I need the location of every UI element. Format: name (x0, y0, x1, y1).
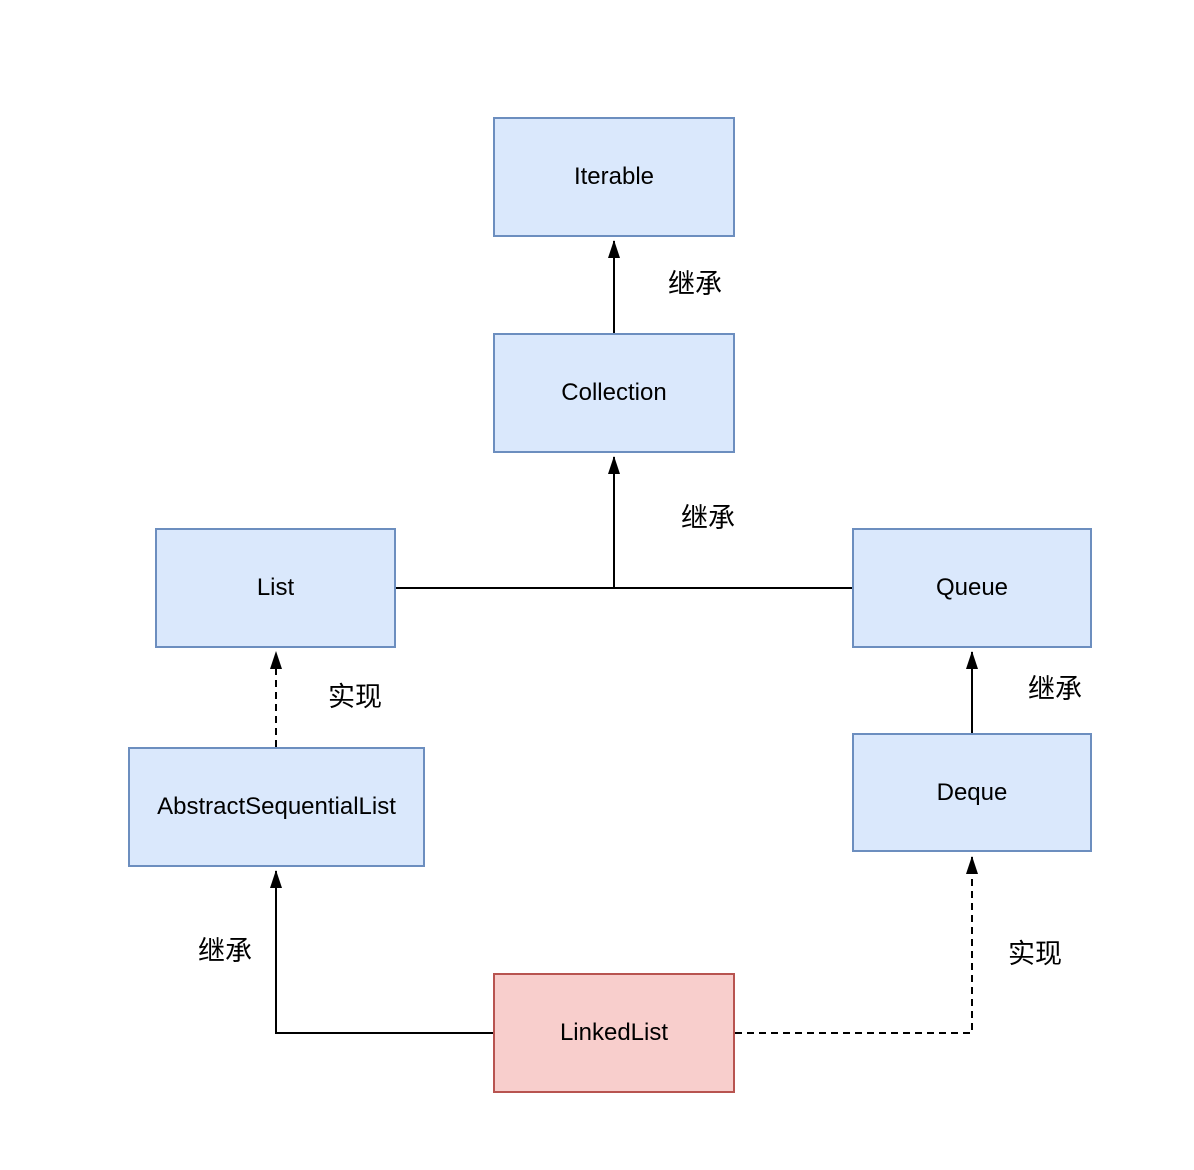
edge-label-inherit-deque-queue: 继承 (1028, 674, 1082, 704)
edge-label-inherit-listqueue-collection: 继承 (681, 503, 735, 533)
node-iterable: Iterable (493, 117, 735, 237)
node-collection: Collection (493, 333, 735, 453)
node-abstract-sequential-list: AbstractSequentialList (128, 747, 425, 867)
edge-linkedlist-to-deque (735, 856, 978, 1034)
node-label: Iterable (573, 163, 655, 190)
node-label: AbstractSequentialList (157, 793, 396, 820)
node-label: List (256, 574, 295, 601)
node-label: Queue (935, 574, 1009, 601)
node-queue: Queue (852, 528, 1092, 648)
node-deque: Deque (852, 733, 1092, 852)
node-list: List (155, 528, 396, 648)
node-linked-list: LinkedList (493, 973, 735, 1093)
node-label: LinkedList (559, 1019, 669, 1046)
node-label: Collection (561, 379, 667, 406)
edge-label-inherit-linkedlist-asl: 继承 (198, 936, 252, 966)
edge-label-implement-asl-list: 实现 (328, 682, 382, 712)
edge-label-implement-linkedlist-deque: 实现 (1008, 939, 1062, 969)
node-label: Deque (936, 778, 1008, 806)
edge-label-inherit-collection-iterable: 继承 (668, 269, 722, 299)
edge-linkedlist-to-asl (270, 870, 493, 1034)
